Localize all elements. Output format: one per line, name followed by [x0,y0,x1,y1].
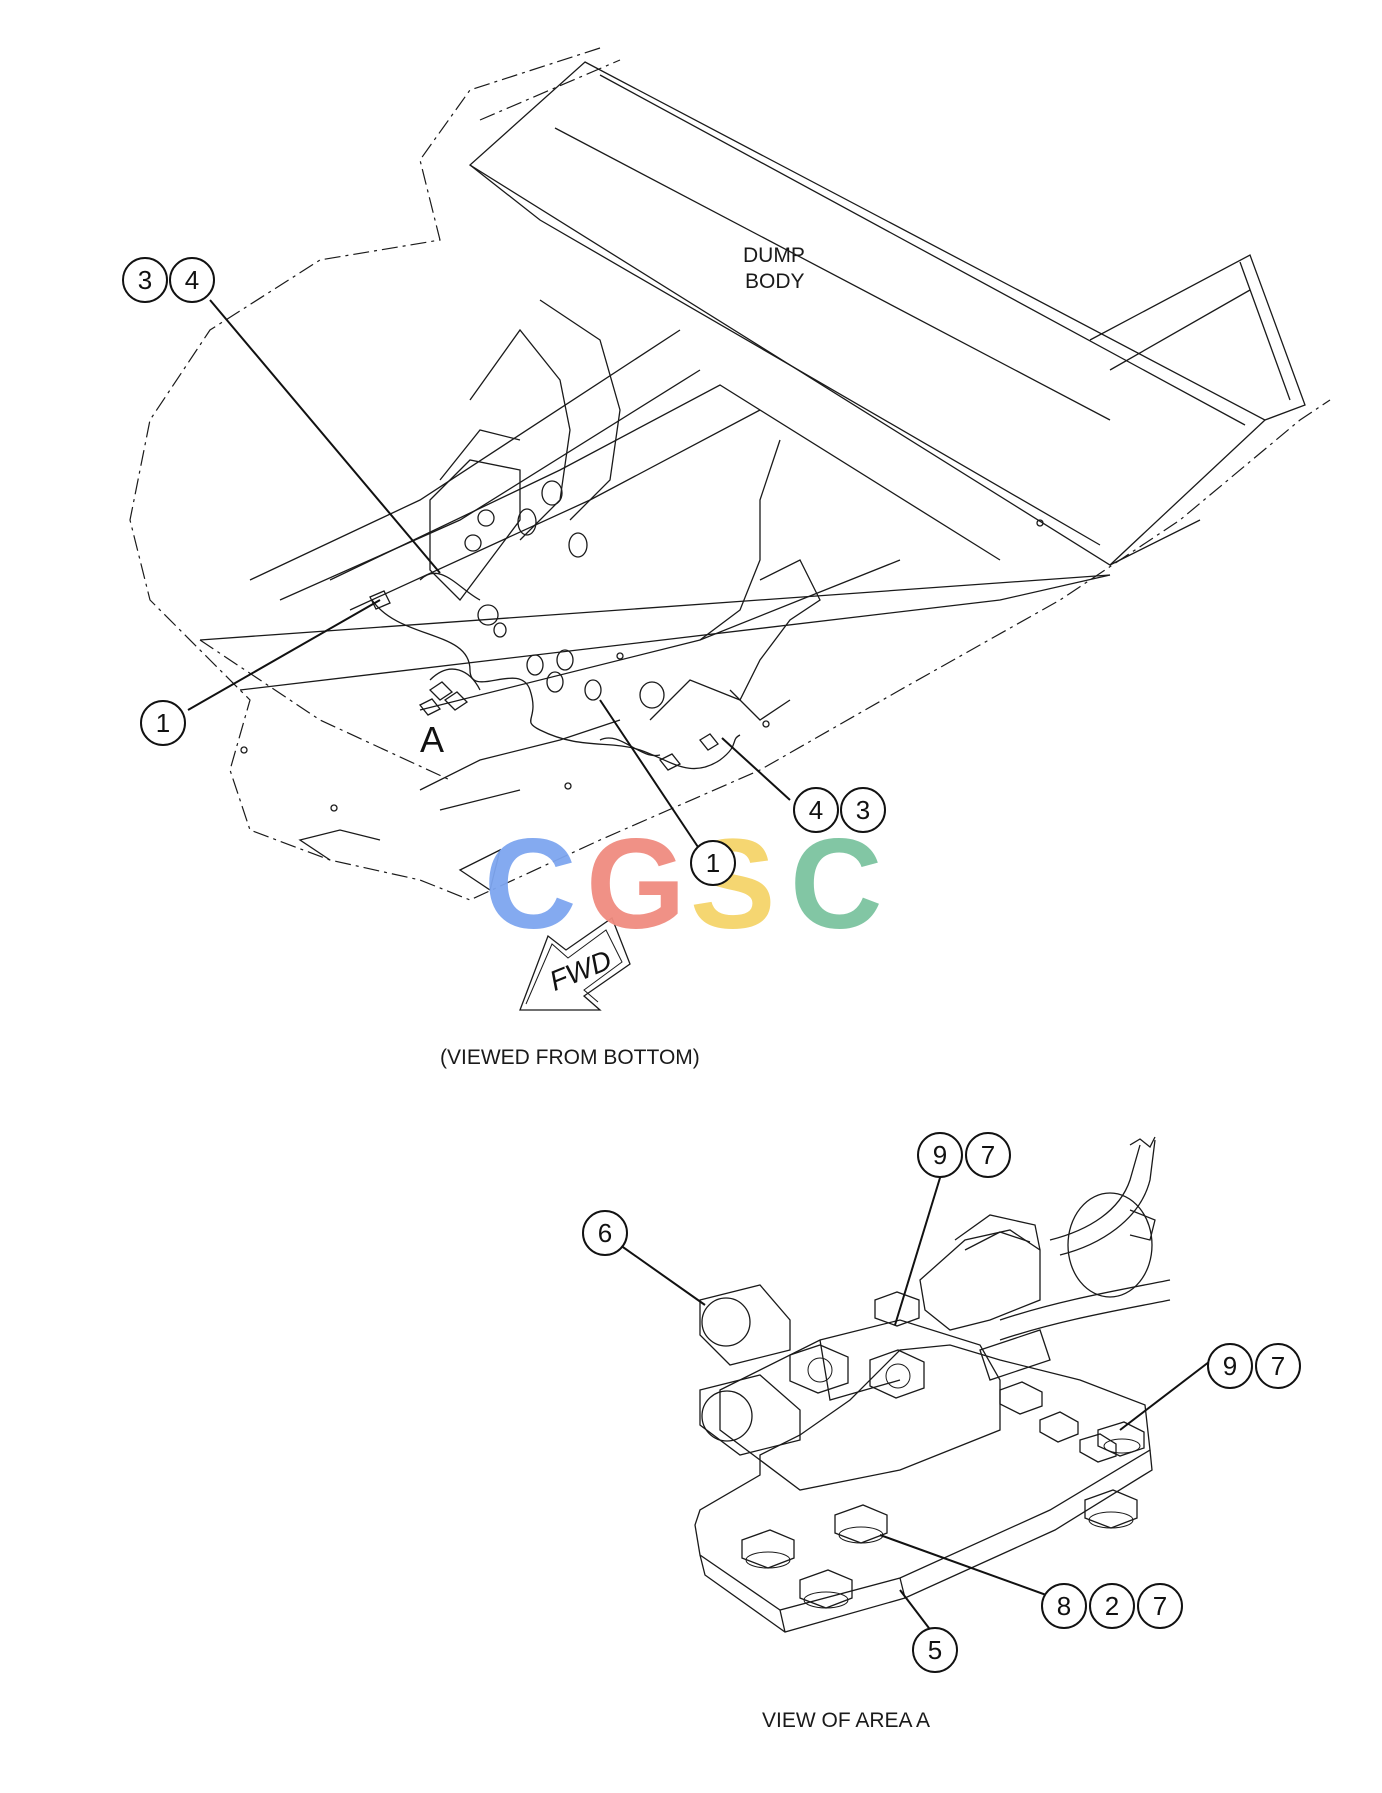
callout-5: 5 [912,1627,958,1673]
fitting-hex-icon [869,1349,925,1399]
leader-1-mid [599,699,701,851]
svg-text:7: 7 [1271,1351,1285,1381]
callout-6: 6 [582,1210,628,1256]
leader-9-7-upper [894,1167,944,1326]
leader-9-7-right [1119,1351,1223,1431]
watermark-letter-1: C [484,813,576,956]
callout-9-upper: 9 [917,1132,963,1178]
leader-3-4 [209,299,441,574]
area-a-detail-drawing [694,1136,1171,1633]
bolt-hex-icon [1097,1421,1145,1457]
cgsc-watermark: C G S C [484,813,882,956]
callout-9-right: 9 [1207,1343,1253,1389]
fitting-hex-icon [789,1344,849,1394]
callout-4-right: 4 [793,787,839,833]
caption-bottom-view: (VIEWED FROM BOTTOM) [440,1046,700,1069]
callout-3-right: 3 [840,787,886,833]
callout-7-lower: 7 [1137,1583,1183,1629]
caption-area-view: VIEW OF AREA A [762,1709,930,1732]
svg-text:3: 3 [856,795,870,825]
dump-body-label-line1: DUMP [743,244,805,267]
callout-1-mid: 1 [690,840,736,886]
forward-arrow-icon [519,916,631,1011]
callout-7-upper: 7 [965,1132,1011,1178]
dump-body-drawing [129,47,1331,901]
dump-body-label-line2: BODY [745,270,805,293]
bolt-hex-icon [799,1569,853,1609]
svg-text:1: 1 [156,708,170,738]
callout-1-left: 1 [140,700,186,746]
svg-text:5: 5 [928,1635,942,1665]
callout-7-right: 7 [1255,1343,1301,1389]
bolt-hex-icon [1084,1489,1138,1529]
watermark-letter-2: G [586,813,686,956]
svg-text:7: 7 [1153,1591,1167,1621]
leader-1-left [187,599,381,711]
bolt-hex-icon [741,1529,795,1569]
svg-text:3: 3 [138,265,152,295]
leader-6 [619,1244,706,1306]
bolt-hex-icon [834,1504,888,1544]
svg-text:9: 9 [1223,1351,1237,1381]
solenoid-cap-icon [699,1374,801,1456]
svg-text:4: 4 [185,265,199,295]
leader-4-3-right [721,737,791,801]
svg-text:8: 8 [1057,1591,1071,1621]
svg-text:7: 7 [981,1140,995,1170]
area-a-marker: A [420,719,444,760]
svg-text:4: 4 [809,795,823,825]
callout-3-top: 3 [122,257,168,303]
watermark-letter-3: S [690,813,775,956]
svg-text:9: 9 [933,1140,947,1170]
callout-8: 8 [1041,1583,1087,1629]
leader-8-2-7 [879,1534,1061,1601]
svg-text:6: 6 [598,1218,612,1248]
watermark-letter-4: C [790,813,882,956]
svg-text:2: 2 [1105,1591,1119,1621]
callout-2: 2 [1089,1583,1135,1629]
callout-4-top: 4 [169,257,215,303]
solenoid-cap-icon [699,1284,791,1366]
fitting-hex-icon [874,1291,920,1327]
svg-text:1: 1 [706,848,720,878]
